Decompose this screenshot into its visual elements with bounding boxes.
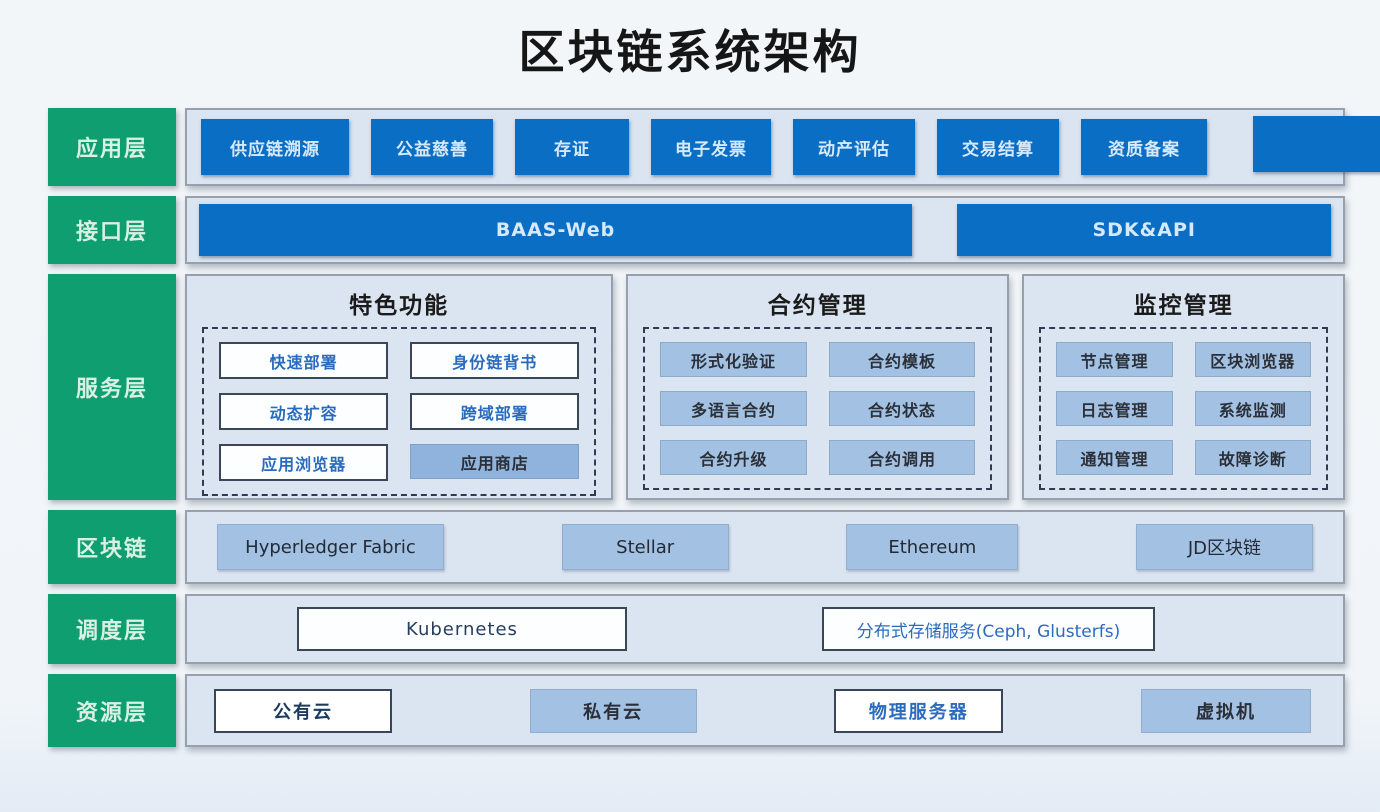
layer-row-blockchain: 区块链 Hyperledger Fabric Stellar Ethereum … bbox=[48, 510, 1345, 584]
app-item-public-charity: 公益慈善 bbox=[371, 119, 493, 175]
service-group-title: 合约管理 bbox=[767, 293, 868, 319]
interface-layer-panel: BAAS-Web SDK&API bbox=[185, 196, 1345, 264]
app-item-partial bbox=[1253, 116, 1380, 172]
service-item-node-management: 节点管理 bbox=[1056, 342, 1173, 377]
service-group-monitor-management: 监控管理 节点管理 区块浏览器 日志管理 系统监测 通知管理 故障诊断 bbox=[1022, 274, 1345, 500]
service-item-system-monitoring: 系统监测 bbox=[1194, 391, 1311, 426]
app-item-qualification-filing: 资质备案 bbox=[1081, 119, 1207, 175]
service-group-title: 特色功能 bbox=[349, 293, 450, 319]
layer-label-scheduling: 调度层 bbox=[48, 594, 176, 664]
service-item-formal-verification: 形式化验证 bbox=[660, 342, 807, 377]
scheduling-layer-panel: Kubernetes 分布式存储服务(Ceph, Glusterfs) bbox=[185, 594, 1345, 664]
service-group-featured-functions: 特色功能 快速部署 身份链背书 动态扩容 跨域部署 应用浏览器 应用商店 bbox=[185, 274, 614, 500]
blockchain-item-hyperledger-fabric: Hyperledger Fabric bbox=[217, 524, 444, 570]
service-group-dashed-box: 快速部署 身份链背书 动态扩容 跨域部署 应用浏览器 应用商店 bbox=[202, 327, 597, 496]
app-item-transaction-settlement: 交易结算 bbox=[937, 119, 1059, 175]
resource-item-virtual-machine: 虚拟机 bbox=[1140, 688, 1311, 733]
service-item-log-management: 日志管理 bbox=[1056, 391, 1173, 426]
layer-label-resource: 资源层 bbox=[48, 674, 176, 747]
layer-label-service: 服务层 bbox=[48, 274, 176, 500]
interface-item-baas-web: BAAS-Web bbox=[199, 204, 913, 256]
app-item-chattel-appraisal: 动产评估 bbox=[793, 119, 915, 175]
blockchain-item-ethereum: Ethereum bbox=[846, 524, 1019, 570]
service-item-notification-management: 通知管理 bbox=[1056, 440, 1173, 475]
page-title: 区块链系统架构 bbox=[518, 25, 862, 79]
scheduling-item-kubernetes: Kubernetes bbox=[297, 607, 627, 651]
service-group-contract-management: 合约管理 形式化验证 合约模板 多语言合约 合约状态 合约升级 合约调用 bbox=[626, 274, 1010, 500]
blockchain-item-stellar: Stellar bbox=[561, 524, 729, 570]
scheduling-item-distributed-storage: 分布式存储服务(Ceph, Glusterfs) bbox=[822, 607, 1155, 651]
resource-item-public-cloud: 公有云 bbox=[214, 688, 392, 733]
application-layer-panel: 供应链溯源 公益慈善 存证 电子发票 动产评估 交易结算 资质备案 bbox=[185, 108, 1380, 186]
architecture-diagram: 应用层 供应链溯源 公益慈善 存证 电子发票 动产评估 交易结算 资质备案 接口… bbox=[48, 108, 1380, 747]
resource-item-private-cloud: 私有云 bbox=[529, 688, 697, 733]
app-item-evidence-storage: 存证 bbox=[515, 119, 629, 175]
app-item-e-invoice: 电子发票 bbox=[651, 119, 771, 175]
layer-label-blockchain: 区块链 bbox=[48, 510, 176, 584]
layer-label-interface: 接口层 bbox=[48, 196, 176, 264]
service-item-dynamic-scaling: 动态扩容 bbox=[219, 393, 389, 430]
layer-row-resource: 资源层 公有云 私有云 物理服务器 虚拟机 bbox=[48, 674, 1345, 747]
resource-layer-panel: 公有云 私有云 物理服务器 虚拟机 bbox=[185, 674, 1345, 747]
service-item-identity-chain-endorsement: 身份链背书 bbox=[410, 342, 580, 379]
service-item-block-explorer: 区块浏览器 bbox=[1194, 342, 1311, 377]
service-item-multilang-contract: 多语言合约 bbox=[660, 391, 807, 426]
layer-label-application: 应用层 bbox=[48, 108, 176, 186]
blockchain-layer-panel: Hyperledger Fabric Stellar Ethereum JD区块… bbox=[185, 510, 1345, 584]
app-item-supply-chain-trace: 供应链溯源 bbox=[201, 119, 349, 175]
service-item-cross-domain-deploy: 跨域部署 bbox=[410, 393, 580, 430]
layer-row-application: 应用层 供应链溯源 公益慈善 存证 电子发票 动产评估 交易结算 资质备案 bbox=[48, 108, 1380, 186]
service-item-app-browser: 应用浏览器 bbox=[219, 444, 389, 481]
layer-row-scheduling: 调度层 Kubernetes 分布式存储服务(Ceph, Glusterfs) bbox=[48, 594, 1345, 664]
service-item-contract-invoke: 合约调用 bbox=[828, 440, 976, 475]
blockchain-item-jd-blockchain: JD区块链 bbox=[1135, 524, 1313, 570]
service-group-dashed-box: 节点管理 区块浏览器 日志管理 系统监测 通知管理 故障诊断 bbox=[1039, 327, 1328, 490]
service-item-fault-diagnosis: 故障诊断 bbox=[1194, 440, 1311, 475]
service-item-contract-upgrade: 合约升级 bbox=[660, 440, 807, 475]
service-groups: 特色功能 快速部署 身份链背书 动态扩容 跨域部署 应用浏览器 应用商店 合约管… bbox=[185, 274, 1345, 500]
service-group-dashed-box: 形式化验证 合约模板 多语言合约 合约状态 合约升级 合约调用 bbox=[643, 327, 993, 490]
service-item-app-store: 应用商店 bbox=[410, 444, 580, 479]
resource-item-physical-server: 物理服务器 bbox=[834, 688, 1004, 733]
service-item-contract-state: 合约状态 bbox=[828, 391, 976, 426]
service-group-title: 监控管理 bbox=[1133, 293, 1234, 319]
interface-item-sdk-api: SDK&API bbox=[957, 204, 1331, 256]
service-item-quick-deploy: 快速部署 bbox=[219, 342, 389, 379]
service-item-contract-template: 合约模板 bbox=[828, 342, 976, 377]
layer-row-service: 服务层 特色功能 快速部署 身份链背书 动态扩容 跨域部署 应用浏览器 应用商店… bbox=[48, 274, 1345, 500]
layer-row-interface: 接口层 BAAS-Web SDK&API bbox=[48, 196, 1345, 264]
